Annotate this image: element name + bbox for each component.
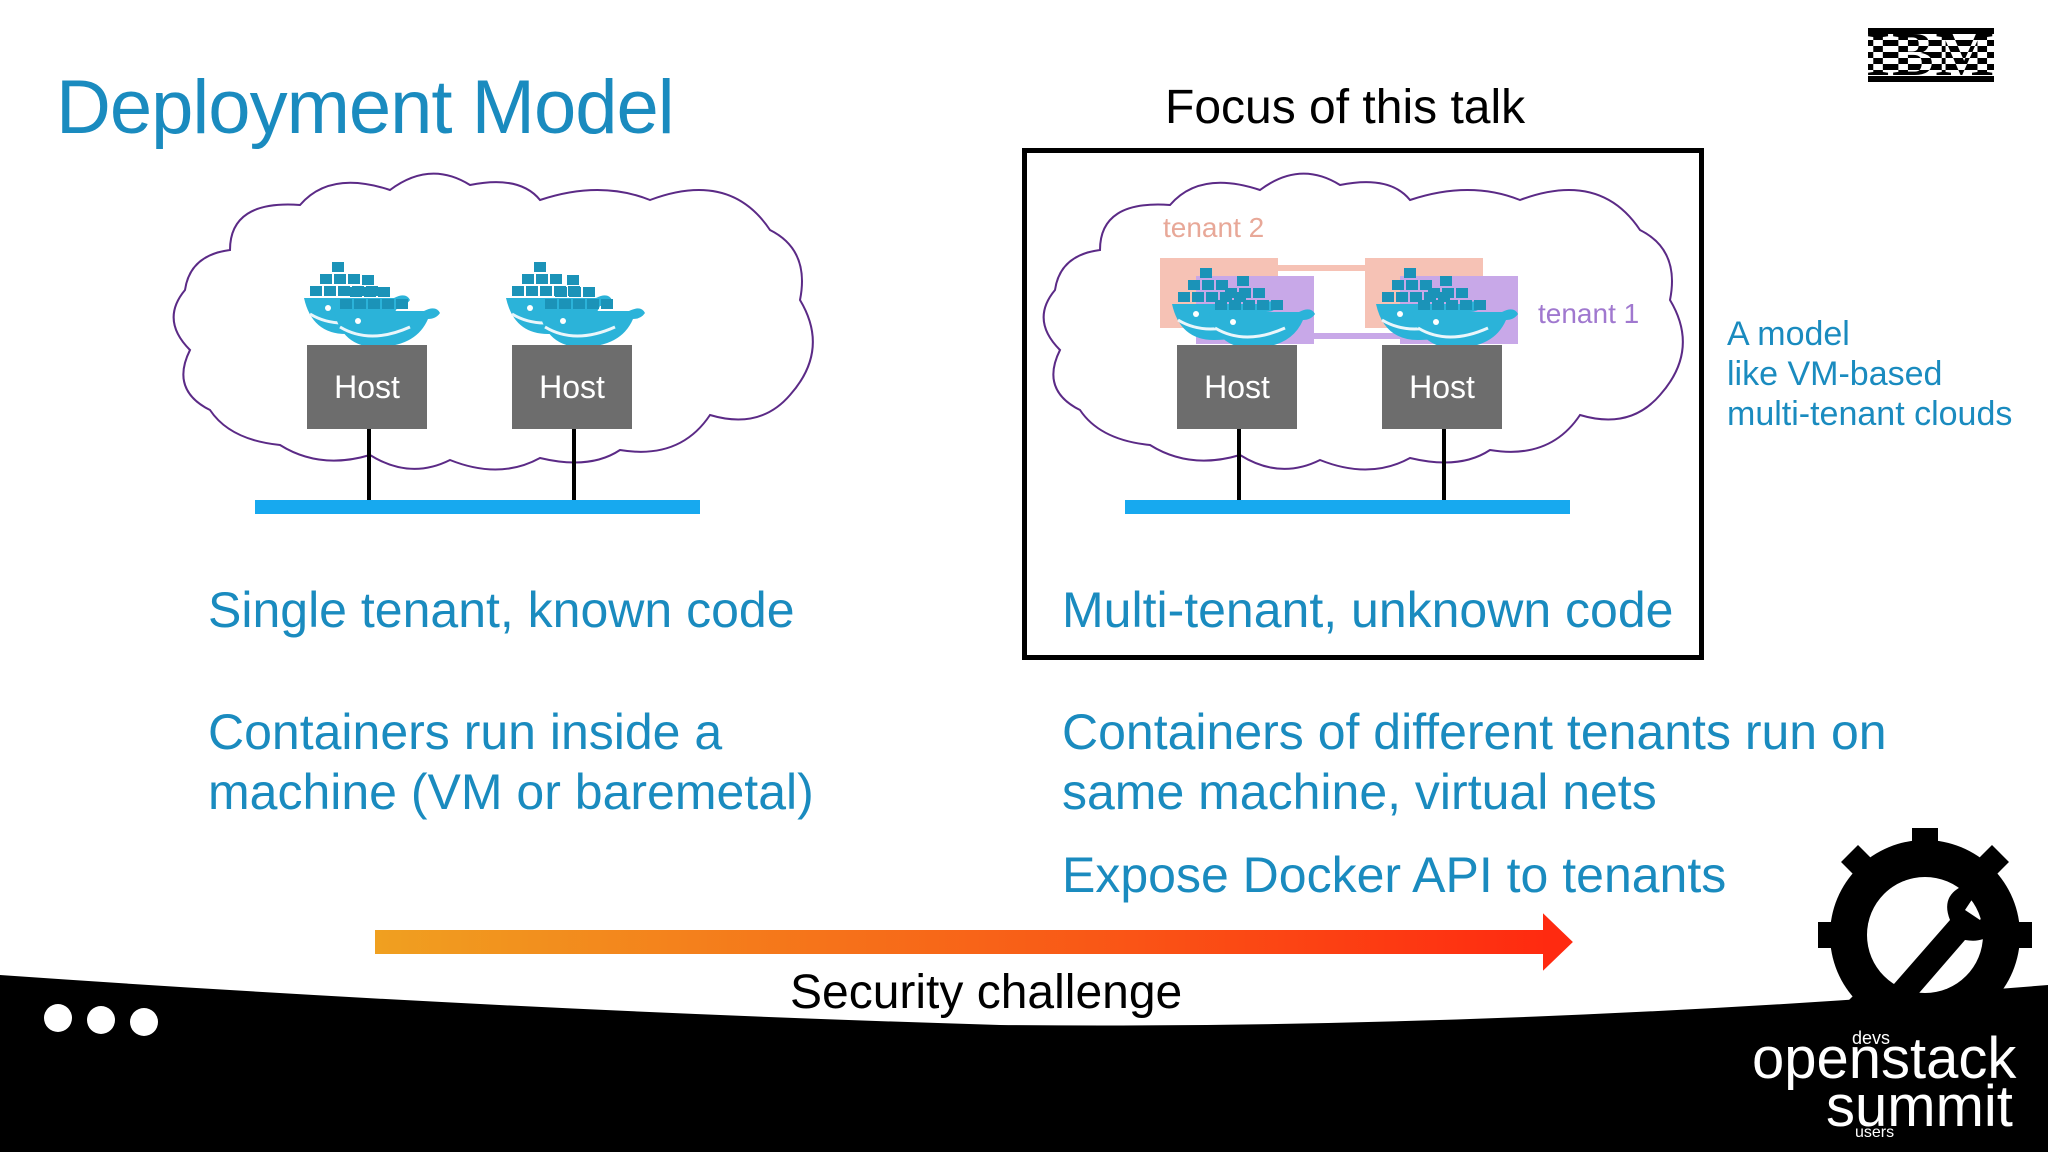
security-challenge-arrow [375, 913, 1573, 971]
footer-band [0, 975, 2048, 1152]
ibm-logo [1868, 28, 1994, 82]
side-note-line: like VM-based [1727, 355, 1943, 393]
description-line: Containers run inside a [208, 704, 723, 760]
tenant1-label: tenant 1 [1538, 298, 1640, 329]
left-description: Containers run inside a machine (VM or b… [208, 702, 814, 822]
tenant2-label: tenant 2 [1163, 212, 1265, 243]
docker-whale-icon [537, 273, 647, 349]
description-line: machine (VM or baremetal) [208, 764, 814, 820]
left-cloud [172, 172, 814, 471]
left-caption: Single tenant, known code [208, 582, 795, 638]
arrow-label: Security challenge [790, 966, 1183, 1019]
left-host-1: Host [307, 345, 427, 429]
side-note: A model like VM-based multi-tenant cloud… [1727, 314, 2012, 434]
slide-title: Deployment Model [56, 65, 675, 150]
dot-icon [130, 1008, 158, 1036]
summit-top-text: devs [1852, 1028, 1891, 1048]
summit-bottom-text: users [1855, 1124, 1895, 1141]
focus-label: Focus of this talk [1165, 81, 1526, 134]
right-host-1: Host [1177, 345, 1297, 429]
openstack-gear-icon [1818, 828, 2032, 1042]
left-network-bar [255, 500, 700, 514]
docker-whale-icon [332, 273, 442, 349]
right-extra: Expose Docker API to tenants [1062, 847, 1727, 903]
side-note-line: multi-tenant clouds [1727, 395, 2013, 433]
description-line: Containers of different tenants run on [1062, 704, 1887, 760]
right-network-bar [1125, 500, 1570, 514]
dot-icon [44, 1004, 72, 1032]
ibm-logo-text: IBM [1866, 21, 1996, 89]
right-caption: Multi-tenant, unknown code [1062, 582, 1674, 638]
right-description: Containers of different tenants run on s… [1062, 702, 1887, 822]
summit-line1: openstack [1752, 1026, 2017, 1091]
summit-line2: summit [1826, 1074, 2013, 1139]
side-note-line: A model [1727, 315, 1850, 353]
focus-box [1022, 148, 1704, 660]
right-host-2: Host [1382, 345, 1502, 429]
dot-icon [87, 1006, 115, 1034]
description-line: same machine, virtual nets [1062, 764, 1657, 820]
left-host-2: Host [512, 345, 632, 429]
right-cloud [1042, 172, 1684, 471]
